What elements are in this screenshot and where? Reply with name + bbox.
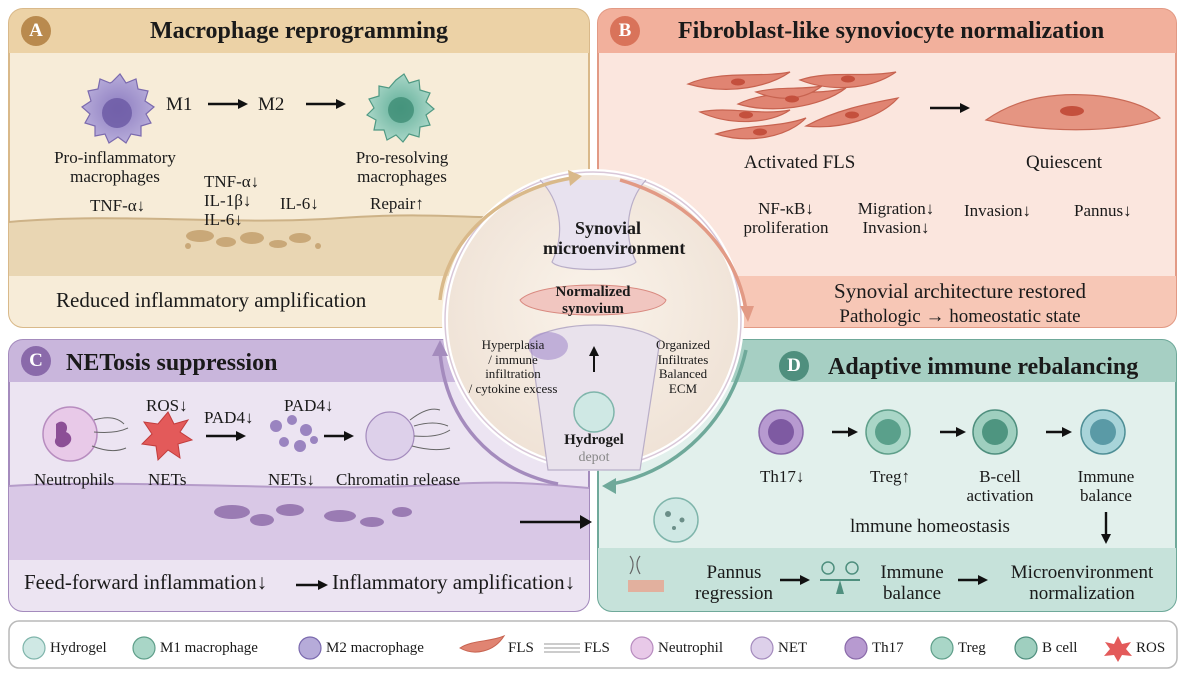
nfkb-label: NF-κB↓ proliferation: [743, 199, 829, 238]
hydrogel-particle-icon: [653, 497, 699, 543]
hydrogel-label: Hydrogel: [564, 432, 624, 448]
pad4-label-1: PAD4↓: [204, 408, 254, 427]
panel-d-title: Adaptive immune rebalancing: [828, 354, 1139, 380]
pro-resolving-label: Pro-resolving macrophages: [355, 148, 449, 187]
pannus-regression-icon: [628, 555, 664, 592]
feed-forward-label: Feed-forward inflammation↓: [24, 570, 268, 594]
legend-fls: FLS: [508, 640, 534, 656]
pro-resolving-macrophage-icon: [366, 73, 435, 143]
normalized-synovium-label: Normalized synovium: [555, 284, 631, 317]
il6-label: IL-6↓: [280, 194, 319, 213]
panel-c: [8, 339, 592, 612]
panel-b: [597, 8, 1177, 328]
invasion-label: Invasion↓: [964, 201, 1032, 220]
immune-homeostasis-label: lmmune homeostasis: [850, 516, 1010, 537]
legend-ros: ROS: [1136, 640, 1166, 656]
legend-neutrophil: Neutrophil: [658, 640, 723, 656]
legend-net: NET: [778, 640, 808, 656]
panel-b-title: Fibroblast-like synoviocyte normalizatio…: [678, 18, 1105, 44]
m1-m2-arrows: [208, 99, 346, 109]
treg-cell-icon: [865, 409, 911, 455]
nets-label: NETs: [148, 470, 187, 489]
th17-cell-icon: [758, 409, 804, 455]
m2-label: M2: [258, 94, 285, 115]
cycle-arrows: [438, 176, 748, 486]
pannus-label: Pannus↓: [1074, 201, 1132, 220]
immune-balance-scale-icon: [820, 561, 860, 594]
cytokines-label: TNF-α↓ IL-1β↓ IL-6↓: [204, 172, 260, 230]
tnf-alpha-label: TNF-α↓: [90, 196, 146, 215]
legend-m1-macrophage: M1 macrophage: [160, 640, 258, 656]
neutrophil-cell-icon: [42, 406, 129, 462]
pro-inflammatory-label: Pro-inflammatory macrophages: [54, 148, 176, 187]
depot-label: depot: [578, 450, 610, 465]
fls-nuclei: [731, 75, 859, 136]
panel-d: [597, 339, 1177, 612]
chromatin-label: Chromatin release: [336, 470, 461, 489]
panel-b-badge: B: [618, 20, 632, 41]
legend-b-cell: B cell: [1042, 640, 1078, 656]
b-cell-icon: [972, 409, 1018, 455]
center-left-label: Hyperplasia / immune infiltration / cyto…: [468, 337, 558, 396]
quiescent-label: Quiescent: [1026, 152, 1102, 173]
migration-label: Migration↓ Invasion↓: [857, 199, 935, 238]
chromatin-release-icon: [365, 408, 451, 461]
fls-arrow: [930, 103, 970, 113]
panel-b-summary-2: Pathologic → homeostatic state: [839, 306, 1081, 327]
amplification-label: Inflammatory amplification↓: [332, 570, 576, 594]
legend-bar: [8, 620, 1178, 669]
legend-treg: Treg: [958, 640, 986, 656]
activated-fls-label: Activated FLS: [744, 152, 856, 173]
panel-b-summary-1: Synovial architecture restored: [834, 279, 1086, 303]
center-title: Synovial microenvironment: [543, 218, 686, 259]
immune-balance-footer-label: Immune balance: [880, 562, 944, 605]
nets-ros-icon: [140, 411, 194, 462]
legend-th17: Th17: [872, 640, 904, 656]
pad4-granules: [270, 415, 318, 452]
cycle-arrowheads: [432, 170, 754, 494]
immune-balance-label: Immune balance: [1077, 467, 1135, 506]
center-right-label: Organized Infiltrates Balanced ECM: [656, 337, 710, 396]
legend-fls-fiber: FLS: [584, 640, 610, 656]
nets-down-label: NETs↓: [268, 470, 315, 489]
b-cell-activation-label: B-cell activation: [966, 467, 1034, 506]
th17-label: Th17↓: [760, 467, 805, 486]
pro-inflammatory-macrophage-icon: [81, 73, 155, 144]
panel-c-badge: C: [29, 350, 43, 371]
immune-arrows: [780, 427, 1111, 585]
immune-balance-cell-icon: [1080, 409, 1126, 455]
treg-label: Treg↑: [870, 467, 910, 486]
summary-arrow-icon: [296, 580, 328, 590]
center-synovial-circle: [442, 169, 744, 471]
panel-a-title: Macrophage reprogramming: [150, 18, 448, 44]
quiescent-fls-cell: [984, 94, 1162, 131]
panel-a-badge: A: [29, 20, 43, 41]
neutrophils-label: Neutrophils: [34, 470, 115, 489]
microenvironment-normalization-label: Microenvironment normalization: [1010, 562, 1154, 605]
pannus-regression-label: Pannus regression: [694, 562, 774, 605]
tissue-damage: [214, 504, 412, 527]
panel-d-badge: D: [787, 355, 801, 376]
netosis-arrows: [206, 431, 592, 529]
legend-hydrogel: Hydrogel: [50, 640, 107, 656]
legend-m2-macrophage: M2 macrophage: [326, 640, 424, 656]
cartilage-erosion: [185, 230, 321, 249]
panel-c-title: NETosis suppression: [66, 350, 278, 376]
repair-label: Repair↑: [370, 194, 424, 213]
m1-label: M1: [166, 94, 193, 115]
pad4-label-2: PAD4↓: [284, 396, 334, 415]
ros-label: ROS↓: [146, 396, 188, 415]
panel-a-summary: Reduced inflammatory amplification: [56, 288, 367, 312]
